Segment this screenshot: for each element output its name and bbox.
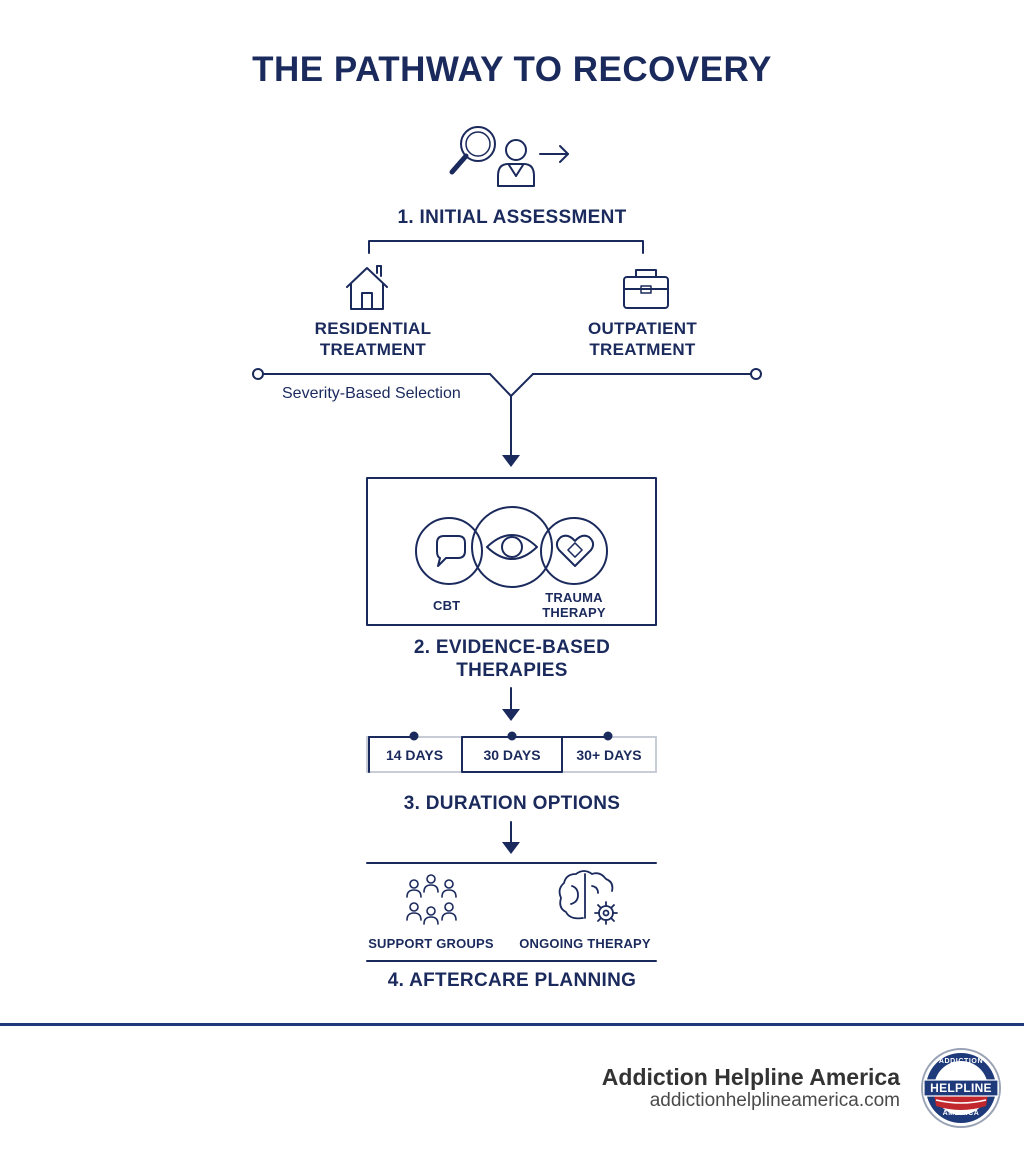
severity-selection-label: Severity-Based Selection <box>282 385 461 402</box>
support-groups-label: SUPPORT GROUPS <box>368 936 494 951</box>
magnifier-icon <box>449 126 496 175</box>
arrow-down-1 <box>502 455 520 467</box>
people-group-icon <box>406 874 457 925</box>
selection-connector <box>252 368 762 457</box>
eye-icon <box>486 534 538 560</box>
speech-bubble-icon <box>436 535 466 567</box>
briefcase-icon <box>623 269 669 309</box>
footer-divider <box>0 1023 1024 1026</box>
arrow-down-3 <box>502 842 520 854</box>
duration-timeline <box>366 731 657 773</box>
house-icon <box>346 265 388 310</box>
trauma-line1: TRAUMA <box>545 590 603 605</box>
trauma-therapy-label: TRAUMA THERAPY <box>534 590 614 620</box>
arrow-down-2 <box>502 709 520 721</box>
trauma-line2: THERAPY <box>542 605 606 620</box>
arrow-right-icon <box>539 145 569 163</box>
therapies-line1: 2. EVIDENCE-BASED <box>413 637 611 658</box>
ongoing-therapy-label: ONGOING THERAPY <box>519 936 651 951</box>
outpatient-line2: TREATMENT <box>589 340 696 359</box>
logo-badge-icon <box>921 1048 1001 1128</box>
step-evidence-based-therapies: 2. EVIDENCE-BASED THERAPIES <box>312 636 712 682</box>
assessment-bracket <box>368 240 644 254</box>
person-icon <box>497 139 535 187</box>
cbt-label: CBT <box>433 598 461 613</box>
logo-text-mid: HELPLINE <box>930 1081 992 1095</box>
duration-30-days: 30 DAYS <box>483 747 541 763</box>
logo-text-top: ADDICTION <box>938 1058 984 1065</box>
duration-30-plus-days: 30+ DAYS <box>576 747 642 763</box>
heart-icon <box>555 534 595 567</box>
brain-gear-icon <box>558 870 618 925</box>
outpatient-line1: OUTPATIENT <box>587 319 698 338</box>
step-aftercare-planning: 4. AFTERCARE PLANNING <box>387 970 637 991</box>
brand-url[interactable]: addictionhelplineamerica.com <box>649 1090 900 1111</box>
therapies-line2: THERAPIES <box>456 660 568 681</box>
logo-text-bottom: AMERICA <box>942 1110 980 1117</box>
therapies-box <box>366 477 657 626</box>
residential-line1: RESIDENTIAL <box>314 319 432 338</box>
page-title: THE PATHWAY TO RECOVERY <box>252 50 772 89</box>
residential-line2: TREATMENT <box>319 340 427 359</box>
brand-name: Addiction Helpline America <box>601 1064 900 1090</box>
step-initial-assessment: 1. INITIAL ASSESSMENT <box>397 207 627 228</box>
step-duration-options: 3. DURATION OPTIONS <box>403 793 621 814</box>
duration-14-days: 14 DAYS <box>385 747 444 763</box>
residential-treatment-label: RESIDENTIAL TREATMENT <box>283 318 463 360</box>
outpatient-treatment-label: OUTPATIENT TREATMENT <box>550 318 735 360</box>
